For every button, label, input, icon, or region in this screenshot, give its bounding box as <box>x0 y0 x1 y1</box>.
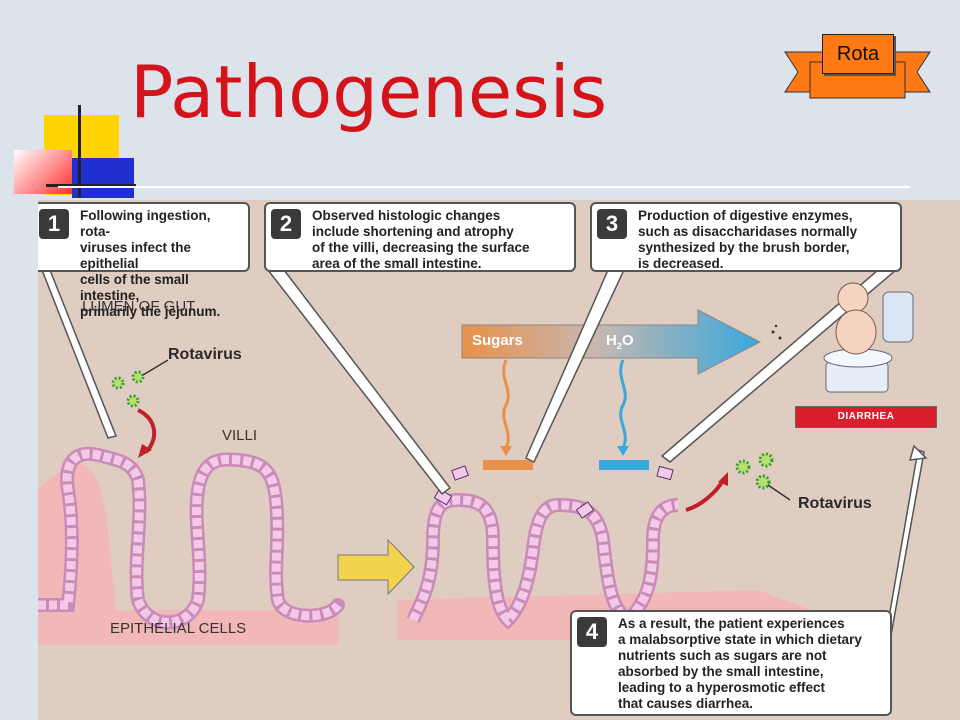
callout-2: 2 Observed histologic changes include sh… <box>264 202 576 272</box>
water-bar <box>599 460 649 470</box>
rotavirus-label-right: Rotavirus <box>798 495 872 512</box>
callout-4-text: As a result, the patient experiences a m… <box>618 616 862 711</box>
infant-illustration <box>823 282 914 393</box>
diarrhea-label: DIARRHEA <box>795 406 937 428</box>
rota-tag: Rota <box>822 34 894 74</box>
title-underline <box>58 186 910 188</box>
progression-arrow <box>337 538 415 596</box>
callout-1-number: 1 <box>39 209 69 239</box>
callout-3-text: Production of digestive enzymes, such as… <box>638 208 858 271</box>
callout-2-text: Observed histologic changes include shor… <box>312 208 530 271</box>
callout-1: 1 Following ingestion, rota- viruses inf… <box>38 202 250 319</box>
epithelial-cells-label: EPITHELIAL CELLS <box>110 620 247 637</box>
figure-art <box>38 269 928 653</box>
sugar-bar <box>483 460 533 470</box>
sugars-label: Sugars <box>472 332 523 349</box>
flow-arrow <box>461 309 762 375</box>
pathogenesis-figure: 1 Following ingestion, rota- viruses inf… <box>38 200 960 720</box>
water-wave <box>619 359 627 449</box>
decorative-squares <box>0 0 140 200</box>
callout-1-text: Following ingestion, rota- viruses infec… <box>80 208 221 319</box>
water-label: H2O <box>606 332 634 351</box>
callout-3: 3 Production of digestive enzymes, such … <box>590 202 902 272</box>
virus-cluster-left <box>111 370 145 408</box>
page-title: Pathogenesis <box>130 50 608 134</box>
sugar-wave <box>502 359 510 449</box>
callout-3-number: 3 <box>597 209 627 239</box>
callout-4: 4 As a result, the patient experiences a… <box>570 610 892 716</box>
villi-label: VILLI <box>222 427 258 444</box>
lumen-label: LUMEN OF GUT <box>82 298 196 315</box>
rotavirus-label-left: Rotavirus <box>168 346 242 363</box>
callout-4-number: 4 <box>577 617 607 647</box>
callout-2-number: 2 <box>271 209 301 239</box>
virus-cluster-right <box>735 452 774 490</box>
